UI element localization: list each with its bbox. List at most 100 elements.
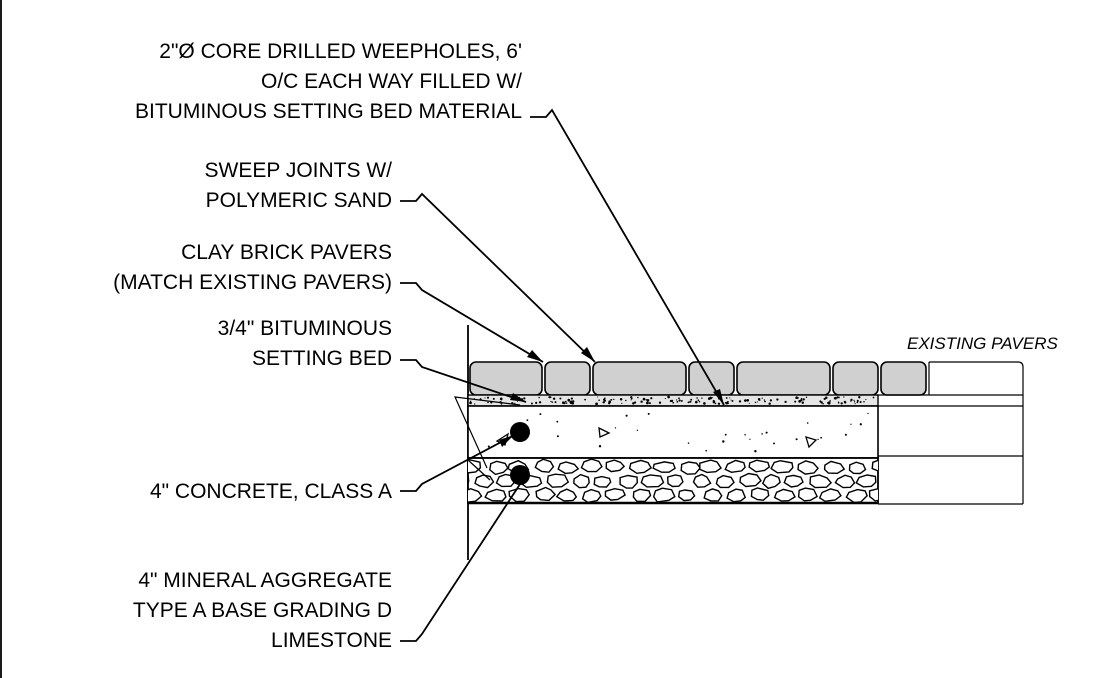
sand-speck [863,401,865,403]
new-clay-pavers [469,361,927,396]
aggregate-stone [699,459,722,474]
sand-speck [729,397,731,399]
concrete-specks [487,412,869,453]
sand-speck [690,398,693,401]
concrete-aggregate-triangle-2 [598,426,611,438]
aggregate-stone [724,459,746,474]
sand-speck [632,402,635,405]
sand-speck [571,401,575,405]
callout-weepholes-line-3: BITUMINOUS SETTING BED MATERIAL [135,100,522,123]
sand-speck [604,397,606,399]
sand-speck [484,397,486,399]
aggregate-stone [868,488,878,502]
sand-speck [712,399,715,403]
existing-pavers [878,361,1024,505]
sand-speck [754,401,757,404]
aggregate-stone [557,461,580,475]
concrete-speck [773,442,775,445]
sand-speck [856,401,859,404]
aggregate-stone [580,458,603,473]
concrete-speck [556,420,559,423]
callout-concrete: 4" CONCRETE, CLASS A [150,480,392,503]
leader-sweep-joints [400,192,596,363]
sand-speck [678,397,680,400]
sand-speck [567,398,571,402]
aggregate-stone [871,459,878,472]
callout-clay-pavers-line-1: CLAY BRICK PAVERS [181,241,392,264]
sand-speck [548,396,551,399]
sand-speck [538,396,540,399]
sand-speck [856,399,859,402]
leader-concrete [400,431,521,492]
sand-speck [486,396,490,399]
sand-speck [595,402,598,406]
break-line-bottom [467,459,491,481]
aggregate-stone [619,474,639,489]
sand-speck [840,402,843,405]
aggregate-stone [628,459,653,475]
sand-speck [602,398,606,401]
aggregate-stone [640,474,665,488]
sand-speck [859,400,862,404]
section-break-lines [454,396,521,481]
aggregate-stone [726,488,747,503]
aggregate-stone [761,473,781,490]
sand-speck [514,402,516,405]
sand-speck [717,402,721,405]
sand-speck [829,400,831,402]
aggregate-stone [739,472,762,488]
sand-speck [630,399,632,401]
callout-sweep-joints-line-2: POLYMERIC SAND [206,189,392,212]
sand-speck [625,399,627,402]
sand-speck [572,400,575,403]
sand-speck [805,396,808,399]
sand-speck [756,401,758,403]
callout-aggregate-line-1: 4" MINERAL AGGREGATE [138,569,392,592]
sand-speck [836,396,839,399]
concrete-speck [761,433,763,435]
sand-speck [634,401,637,404]
sand-speck [858,396,861,399]
sand-speck [610,398,613,401]
sand-speck [676,401,679,403]
concrete-aggregate-triangle-3 [805,436,818,449]
aggregate-stone [652,487,676,503]
sand-speck [474,403,476,405]
concrete-speck [820,436,822,439]
paver-1 [469,361,543,396]
sand-speck [640,400,643,403]
paver-4 [688,361,735,396]
concrete-speck [867,412,869,415]
sand-speck [763,399,766,401]
callout-setting-bed-line-1: 3/4" BITUMINOUS [218,317,392,340]
concrete-speck [539,413,542,416]
leaders [400,108,725,642]
sand-speck [680,399,683,402]
callout-aggregate-line-3: LIMESTONE [271,629,392,652]
concrete-speck [749,438,751,440]
sand-speck [597,396,599,398]
sand-speck [658,401,662,404]
sand-speck [678,399,681,402]
concrete-speck [765,431,768,434]
aggregate-stone [555,488,578,502]
existing-pavers-label: EXISTING PAVERS [907,334,1059,353]
rebar-2 [510,465,530,485]
sand-speck [784,400,787,404]
concrete-speck [795,438,798,441]
aggregate-stone [573,473,590,489]
sand-speck [648,402,651,405]
aggregate-stone [783,474,804,488]
sand-speck [667,395,670,399]
sand-speck [565,402,568,404]
aggregate-stone [750,487,770,501]
concrete-speck [850,423,852,425]
sand-speck [757,398,761,401]
sand-speck [492,397,495,400]
concrete-speck [859,423,862,426]
paver-3 [592,361,687,396]
aggregate-stone [535,486,557,502]
aggregate-stone [652,461,676,473]
sand-speck [598,399,600,401]
aggregate-stone [770,459,794,474]
